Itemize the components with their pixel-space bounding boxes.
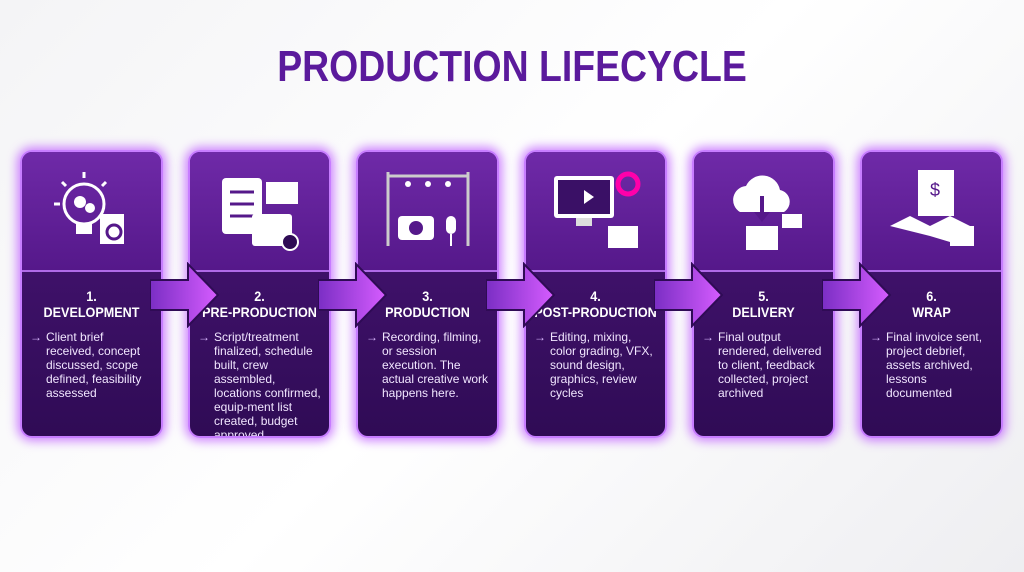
flow-arrow-icon bbox=[486, 262, 556, 328]
arrow-bullet-icon: → bbox=[702, 330, 714, 344]
step-heading: 2. PRE-PRODUCTION bbox=[197, 288, 322, 320]
step-description: Final invoice sent, project debrief, ass… bbox=[886, 330, 983, 400]
icon-area bbox=[526, 152, 665, 272]
flow-arrow-icon bbox=[318, 262, 388, 328]
flow-arrow-icon bbox=[150, 262, 220, 328]
step-heading: 3. PRODUCTION bbox=[365, 288, 490, 320]
step-heading: 4. POST-PRODUCTION bbox=[533, 288, 658, 320]
step-heading: 5. DELIVERY bbox=[701, 288, 826, 320]
cloud-download-gift-icon bbox=[732, 175, 802, 250]
step-description: Recording, filming, or session execution… bbox=[382, 330, 489, 400]
arrow-bullet-icon: → bbox=[198, 330, 210, 344]
icon-area bbox=[694, 152, 833, 272]
step-description: Client brief received, concept discussed… bbox=[46, 330, 142, 400]
step-name: DELIVERY bbox=[732, 304, 795, 320]
step-heading: 1. DEVELOPMENT bbox=[29, 288, 154, 320]
svg-text:$: $ bbox=[930, 180, 940, 200]
flow-arrow-icon bbox=[822, 262, 892, 328]
editing-monitor-icon bbox=[553, 171, 640, 248]
step-description: Script/treatment finalized, schedule bui… bbox=[214, 330, 321, 438]
step-card-1: 1. DEVELOPMENT → Client brief received, … bbox=[20, 150, 163, 438]
step-number: 6. bbox=[926, 288, 937, 304]
step-card-4: 4. POST-PRODUCTION → Editing, mixing, co… bbox=[524, 150, 667, 438]
step-name: WRAP bbox=[912, 304, 951, 320]
step-description: Editing, mixing, color grading, VFX, sou… bbox=[550, 330, 653, 400]
camera-stage-icon bbox=[386, 172, 469, 246]
step-name: DEVELOPMENT bbox=[43, 304, 140, 320]
icon-area bbox=[190, 152, 329, 272]
icon-area bbox=[22, 152, 161, 272]
page-title: PRODUCTION LIFECYCLE bbox=[277, 42, 747, 91]
step-card-3: 3. PRODUCTION → Recording, filming, or s… bbox=[356, 150, 499, 438]
lightbulb-gears-icon bbox=[53, 172, 124, 244]
step-name: PRE-PRODUCTION bbox=[202, 304, 317, 320]
icon-area: $ bbox=[862, 152, 1001, 272]
step-description: Final output rendered, delivered to clie… bbox=[718, 330, 822, 400]
step-number: 1. bbox=[86, 288, 97, 304]
step-name: POST-PRODUCTION bbox=[534, 304, 657, 320]
arrow-bullet-icon: → bbox=[366, 330, 378, 344]
icon-area bbox=[358, 152, 497, 272]
step-number: 3. bbox=[422, 288, 433, 304]
step-number: 5. bbox=[758, 288, 769, 304]
step-name: PRODUCTION bbox=[385, 304, 470, 320]
checklist-calendar-icon bbox=[221, 178, 299, 251]
arrow-bullet-icon: → bbox=[30, 330, 42, 344]
arrow-bullet-icon: → bbox=[534, 330, 546, 344]
arrow-bullet-icon: → bbox=[870, 330, 882, 344]
invoice-handshake-icon: $ bbox=[889, 170, 974, 246]
step-number: 4. bbox=[590, 288, 601, 304]
flow-arrow-icon bbox=[654, 262, 724, 328]
step-card-5: 5. DELIVERY → Final output rendered, del… bbox=[692, 150, 835, 438]
step-number: 2. bbox=[254, 288, 265, 304]
step-heading: 6. WRAP bbox=[869, 288, 994, 320]
